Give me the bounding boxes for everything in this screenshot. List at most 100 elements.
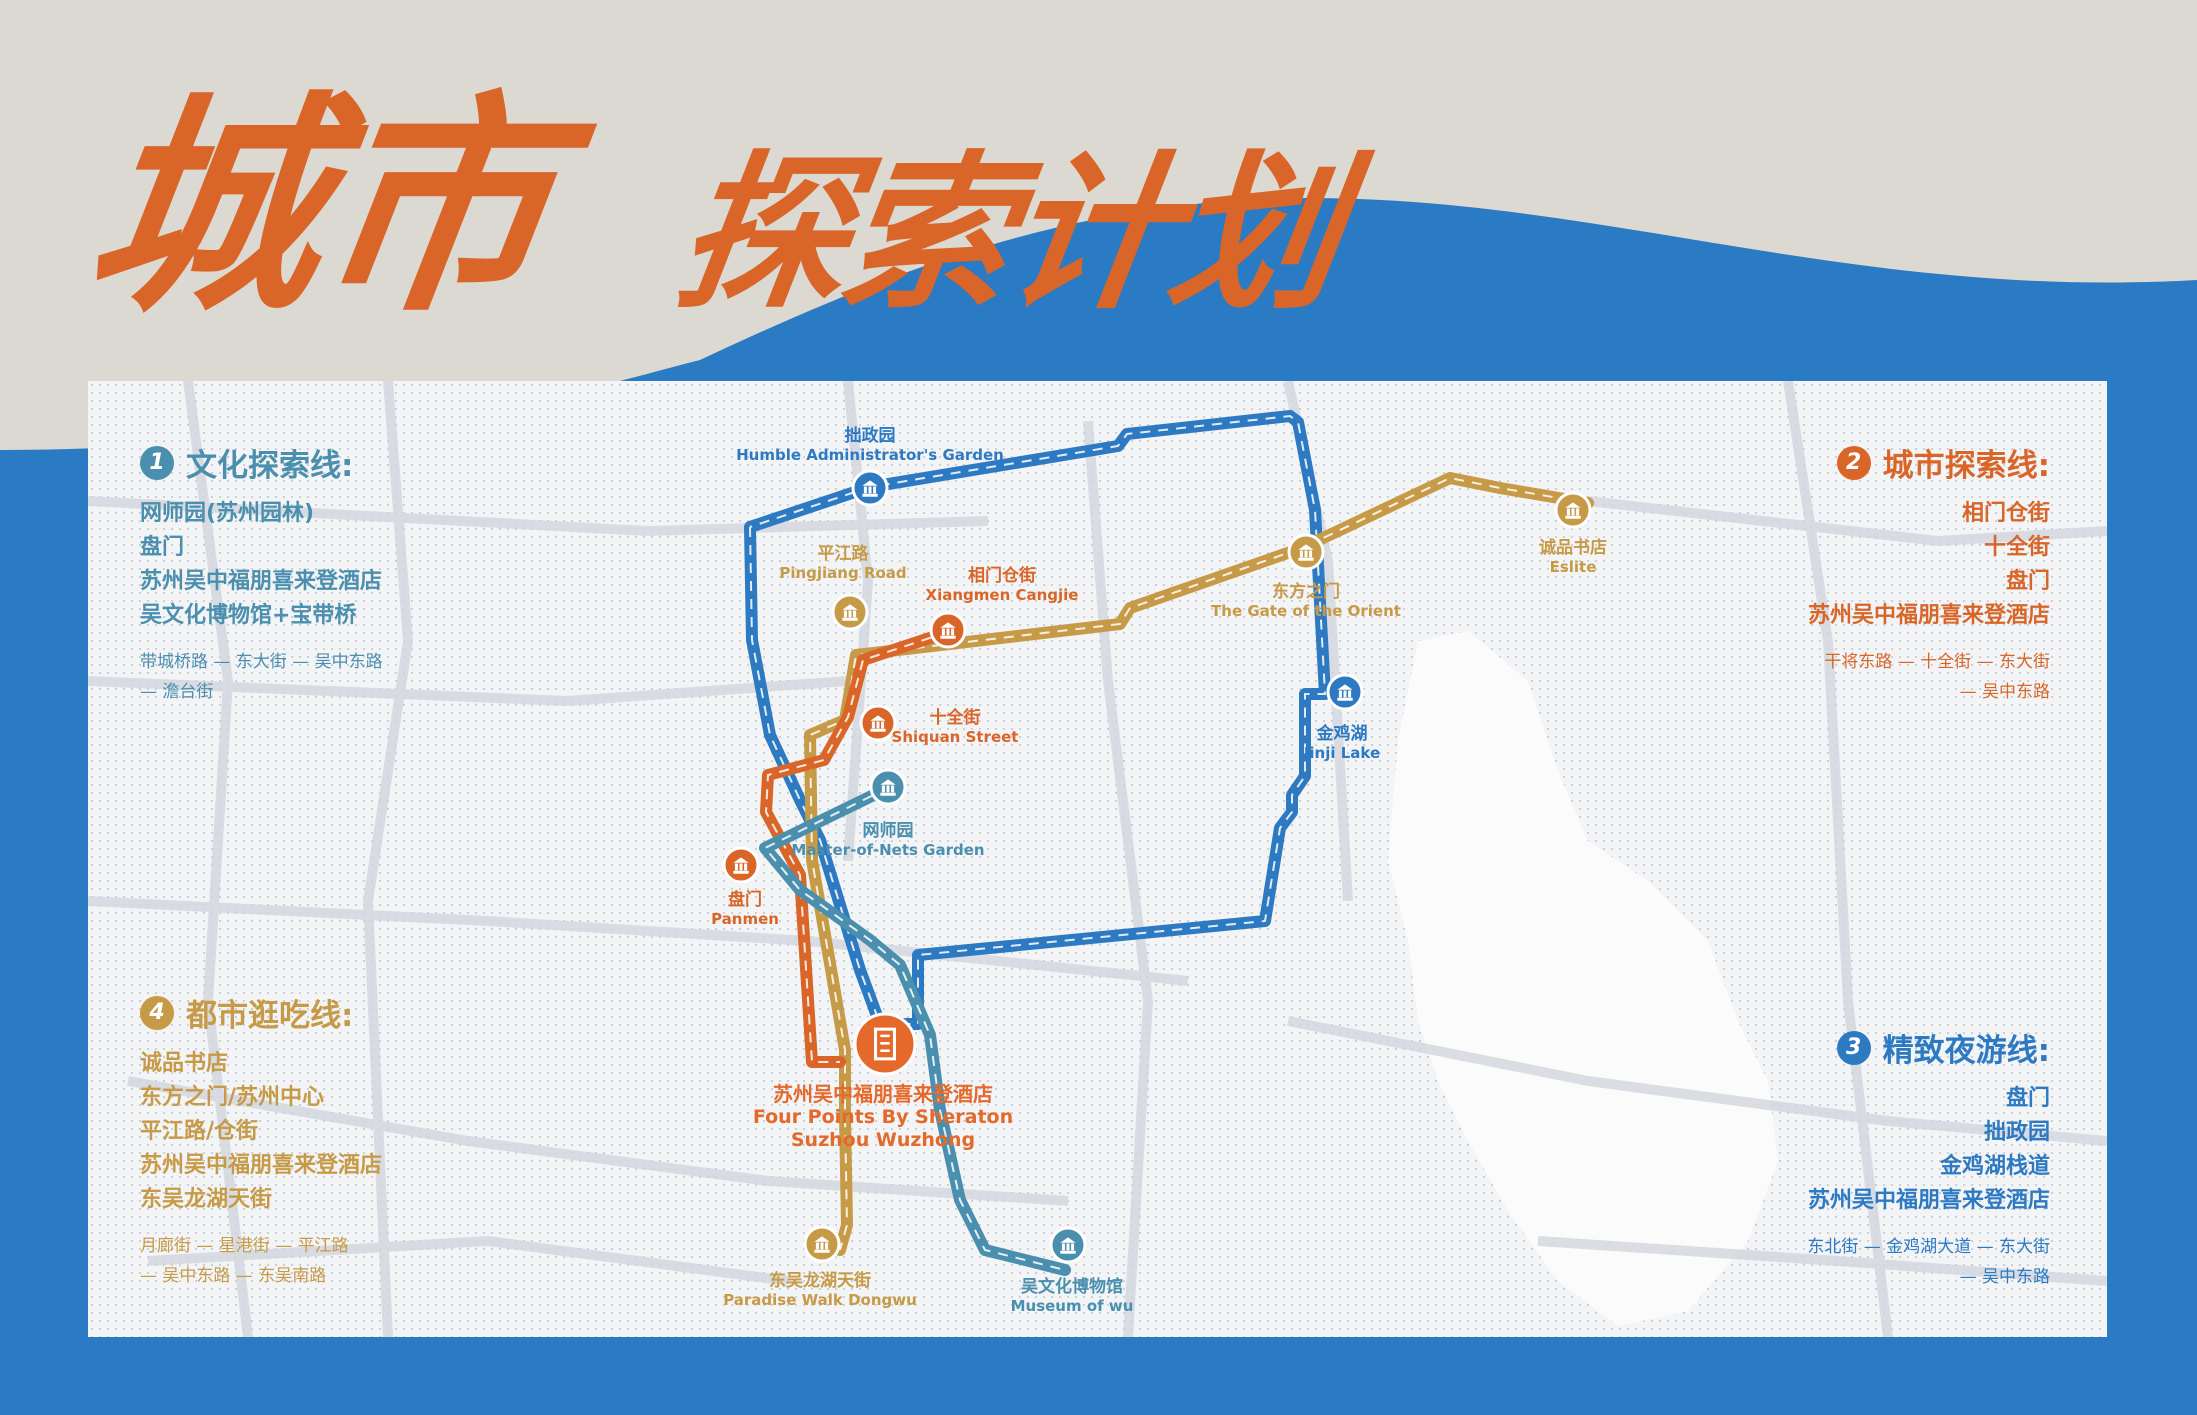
- museum-column-icon: [871, 721, 875, 729]
- museum-base-icon: [940, 635, 956, 639]
- museum-column-icon: [1343, 690, 1347, 698]
- museum-column-icon: [815, 1242, 819, 1250]
- museum-icon-panmen[interactable]: [722, 846, 760, 884]
- route-map[interactable]: [88, 381, 2107, 1337]
- museum-column-icon: [848, 610, 852, 618]
- museum-column-icon: [868, 486, 872, 494]
- place-name-en: Pingjiang Road: [779, 564, 907, 583]
- place-name-zh: 东方之门: [1271, 582, 1340, 602]
- route-stop: 金鸡湖栈道: [1939, 1154, 2050, 1179]
- museum-icon-nets[interactable]: [869, 768, 907, 806]
- museum-icon-pingjiang[interactable]: [831, 593, 869, 631]
- museum-base-icon: [1565, 515, 1581, 519]
- museum-column-icon: [1071, 1243, 1075, 1251]
- route-stop-list: 相门仓街十全街盘门苏州吴中福朋喜来登酒店: [1730, 497, 2050, 633]
- museum-column-icon: [946, 628, 950, 636]
- route-stop: 东方之门/苏州中心: [140, 1085, 325, 1110]
- title-part-2: 探索计划: [666, 136, 1350, 332]
- museum-column-icon: [891, 785, 895, 793]
- route-stop: 东吴龙湖天街: [140, 1187, 273, 1212]
- museum-icon-paradise[interactable]: [803, 1225, 841, 1263]
- museum-column-icon: [734, 863, 738, 871]
- museum-roof-icon: [1337, 684, 1353, 690]
- street-grid: [88, 381, 2107, 1337]
- museum-base-icon: [870, 728, 886, 732]
- museum-icon-shiquan[interactable]: [859, 704, 897, 742]
- museum-icon-eslite[interactable]: [1554, 491, 1592, 529]
- museum-base-icon: [814, 1249, 830, 1253]
- lake-shape: [1388, 631, 1778, 1326]
- museum-icon-xiangmen[interactable]: [929, 611, 967, 649]
- route-title: 精致夜游线:: [1882, 1033, 2050, 1069]
- place-name-zh: 诚品书店: [1539, 538, 1607, 558]
- museum-icon-wumuseum[interactable]: [1049, 1226, 1087, 1264]
- museum-column-icon: [1061, 1243, 1065, 1251]
- route-roads: 带城桥路 — 东大街 — 吴中东路 — 澹台街: [140, 652, 383, 702]
- museum-column-icon: [881, 785, 885, 793]
- place-name-zh: 网师园: [862, 821, 914, 841]
- museum-icon-jinji[interactable]: [1326, 673, 1364, 711]
- museum-column-icon: [843, 610, 847, 618]
- route-stop: 盘门: [2005, 569, 2050, 594]
- route-title: 城市探索线:: [1882, 448, 2050, 484]
- route-number-badge: 3: [1836, 1030, 1871, 1065]
- museum-roof-icon: [862, 480, 878, 486]
- museum-roof-icon: [880, 779, 896, 785]
- museum-roof-icon: [870, 715, 886, 721]
- place-name-en: Panmen: [711, 910, 779, 929]
- museum-column-icon: [1571, 508, 1575, 516]
- route-stop-list: 网师园(苏州园林)盘门苏州吴中福朋喜来登酒店吴文化博物馆+宝带桥: [140, 497, 460, 633]
- museum-column-icon: [941, 628, 945, 636]
- museum-column-icon: [1348, 690, 1352, 698]
- museum-icon-humble[interactable]: [851, 469, 889, 507]
- place-name-zh: 吴文化博物馆: [1020, 1277, 1123, 1297]
- place-name-en: Master-of-Nets Garden: [791, 841, 985, 860]
- museum-roof-icon: [842, 604, 858, 610]
- hotel-icon-hotel[interactable]: [853, 1012, 917, 1076]
- route4-dash: [808, 476, 1589, 1251]
- museum-icon-orient[interactable]: [1287, 533, 1325, 571]
- route-stop: 拙政园: [1983, 1120, 2050, 1145]
- route-stop: 苏州吴中福朋喜来登酒店: [140, 569, 383, 594]
- museum-column-icon: [873, 486, 877, 494]
- museum-column-icon: [1304, 550, 1308, 558]
- route-stop-list: 诚品书店东方之门/苏州中心平江路/仓街苏州吴中福朋喜来登酒店东吴龙湖天街: [140, 1047, 460, 1217]
- route-stop: 吴文化博物馆+宝带桥: [140, 603, 357, 628]
- place-name-en: The Gate of the Orient: [1211, 602, 1401, 621]
- museum-column-icon: [1066, 1243, 1070, 1251]
- place-name-zh: 苏州吴中福朋喜来登酒店: [772, 1082, 993, 1106]
- museum-column-icon: [744, 863, 748, 871]
- route-stop: 苏州吴中福朋喜来登酒店: [1807, 1188, 2050, 1213]
- route-stop: 网师园(苏州园林): [140, 501, 315, 526]
- route-stop: 盘门: [2005, 1086, 2050, 1111]
- place-name-zh: 十全街: [929, 708, 981, 728]
- museum-roof-icon: [1565, 502, 1581, 508]
- museum-base-icon: [733, 870, 749, 874]
- place-name-en: Jinji Lake: [1303, 744, 1381, 763]
- place-name-en: Museum of wu: [1010, 1297, 1134, 1316]
- museum-column-icon: [876, 721, 880, 729]
- markers: [722, 469, 1592, 1264]
- route-title: 都市逛吃线:: [186, 998, 354, 1034]
- museum-roof-icon: [733, 857, 749, 863]
- place-name-zh: 拙政园: [844, 426, 896, 446]
- route-stop: 十全街: [1983, 535, 2050, 560]
- museum-column-icon: [825, 1242, 829, 1250]
